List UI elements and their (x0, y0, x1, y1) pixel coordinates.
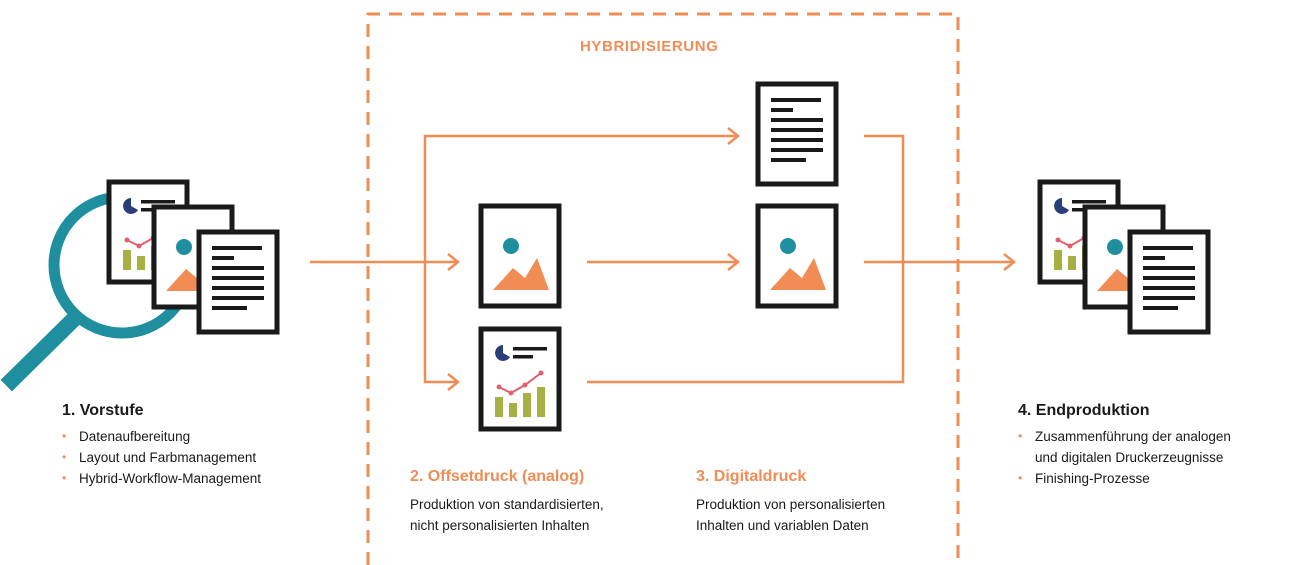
hybrid-label: HYBRIDISIERUNG (580, 38, 719, 55)
list-item: Finishing-Prozesse (1018, 468, 1286, 489)
offset-section: 2. Offsetdruck (analog) Produktion von s… (410, 468, 680, 536)
offset-image-document-icon (481, 206, 559, 306)
flow-arrows (310, 127, 1017, 391)
vorstufe-list: Datenaufbereitung Layout und Farbmanagem… (62, 426, 322, 489)
offset-title: 2. Offsetdruck (analog) (410, 468, 585, 485)
arrow-to-digital-text (423, 134, 738, 262)
list-item-line: und digitalen Druckerzeugnisse (1035, 450, 1224, 465)
offset-description: Produktion von standardisierten, nicht p… (410, 494, 680, 536)
offset-description-line: nicht personalisierten Inhalten (410, 518, 590, 533)
text-document-icon (1130, 232, 1208, 332)
digital-description-line: Inhalten und variablen Daten (696, 518, 869, 533)
list-item: Hybrid-Workflow-Management (62, 468, 322, 489)
list-item-line: Zusammenführung der analogen (1035, 429, 1231, 444)
endproduktion-title: 4. Endproduktion (1018, 402, 1150, 419)
endproduktion-documents (1040, 182, 1208, 332)
vorstufe-title: 1. Vorstufe (62, 402, 144, 419)
digital-text-document-icon (758, 84, 836, 184)
digital-description-line: Produktion von personalisierten (696, 497, 886, 512)
list-item: Layout und Farbmanagement (62, 447, 322, 468)
digital-image-document-icon (758, 206, 836, 306)
arrow-to-offset-chart (423, 262, 458, 384)
list-item: Datenaufbereitung (62, 426, 322, 447)
merge-lines (587, 134, 905, 384)
endproduktion-section: 4. Endproduktion Zusammenführung der ana… (1018, 402, 1286, 489)
hybrid-frame (366, 12, 960, 565)
text-document-icon (199, 232, 277, 332)
endproduktion-list: Zusammenführung der analogen und digital… (1018, 426, 1286, 489)
offset-chart-document-icon (481, 329, 559, 429)
digital-title: 3. Digitaldruck (696, 468, 807, 485)
vorstufe-section: 1. Vorstufe Datenaufbereitung Layout und… (62, 402, 322, 489)
list-item: Zusammenführung der analogen und digital… (1018, 426, 1286, 468)
vorstufe-documents (109, 182, 277, 332)
offset-description-line: Produktion von standardisierten, (410, 497, 604, 512)
digital-description: Produktion von personalisierten Inhalten… (696, 494, 956, 536)
digital-section: 3. Digitaldruck Produktion von personali… (696, 468, 956, 536)
